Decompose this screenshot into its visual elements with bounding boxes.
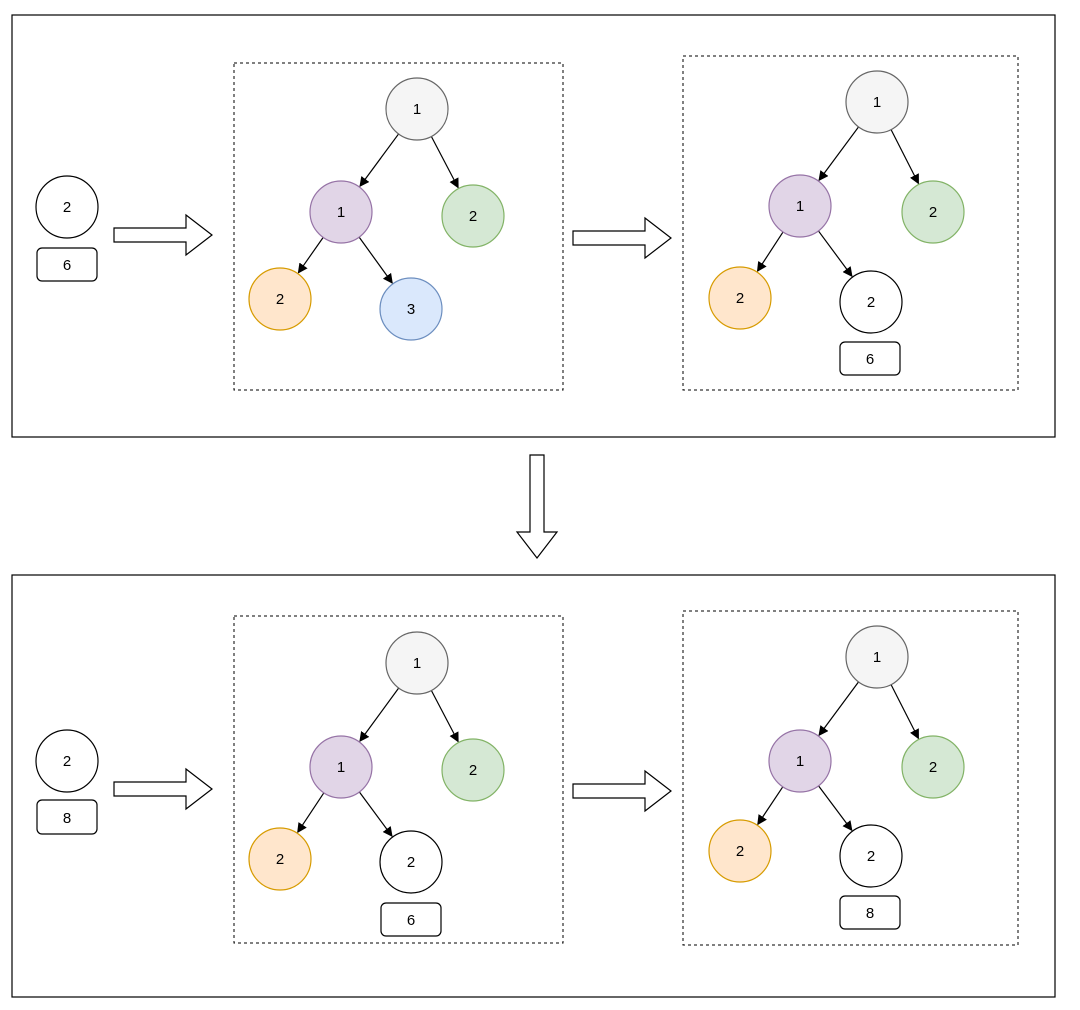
tree-node-label: 2 bbox=[867, 848, 875, 865]
bottom-input: 2 8 bbox=[35, 729, 99, 835]
node-value-box bbox=[839, 895, 901, 930]
tree-node-right bbox=[901, 180, 965, 244]
tree-edge bbox=[430, 690, 459, 743]
tree-node-left-left bbox=[248, 267, 312, 331]
block-arrow-right bbox=[113, 767, 213, 811]
input-node-label: 2 bbox=[63, 199, 71, 216]
tree-node-right bbox=[441, 738, 505, 802]
tree-node-right bbox=[901, 735, 965, 799]
tree-node-label: 2 bbox=[276, 851, 284, 868]
block-arrow-right bbox=[113, 213, 213, 257]
tree: 1 1 2 2 2 6 bbox=[708, 70, 965, 376]
tree-node-label: 1 bbox=[873, 649, 881, 666]
tree-edge bbox=[757, 786, 784, 826]
tree-node-label: 1 bbox=[796, 753, 804, 770]
tree-edge bbox=[756, 231, 784, 273]
tree-node-root bbox=[845, 70, 909, 134]
tree-node-left bbox=[768, 729, 832, 793]
tree-node-left bbox=[768, 174, 832, 238]
tree-node-left-left bbox=[248, 827, 312, 891]
tree: 1 1 2 2 2 8 bbox=[708, 625, 965, 930]
tree-edge bbox=[358, 791, 393, 838]
bottom-after-frame bbox=[682, 610, 1019, 946]
tree-edge bbox=[358, 236, 393, 284]
tree-node-label: 2 bbox=[407, 854, 415, 871]
tree-node-label: 2 bbox=[276, 291, 284, 308]
top-after-frame bbox=[682, 55, 1019, 391]
tree-edge bbox=[297, 237, 324, 274]
tree-edge bbox=[817, 230, 853, 278]
tree-node-label: 1 bbox=[337, 759, 345, 776]
tree-edge bbox=[818, 785, 853, 832]
input-value-box bbox=[36, 247, 98, 282]
tree-node-label: 2 bbox=[469, 762, 477, 779]
bottom-panel bbox=[11, 574, 1056, 998]
tree-node-label: 1 bbox=[413, 101, 421, 118]
input-node bbox=[35, 729, 99, 793]
tree-node-label: 1 bbox=[873, 94, 881, 111]
top-panel bbox=[11, 14, 1056, 438]
node-value-box bbox=[380, 902, 442, 937]
input-value-label: 8 bbox=[63, 810, 71, 827]
block-arrow-right bbox=[572, 769, 672, 813]
tree-edge bbox=[890, 129, 920, 185]
tree-node-root bbox=[385, 77, 449, 141]
tree-node-label: 2 bbox=[867, 294, 875, 311]
tree-edge bbox=[297, 792, 325, 834]
tree-node-label: 1 bbox=[413, 655, 421, 672]
tree-edge bbox=[359, 687, 400, 742]
input-value-box bbox=[36, 799, 98, 835]
input-node bbox=[35, 175, 99, 239]
node-value-box bbox=[839, 341, 901, 376]
tree-node-label: 1 bbox=[337, 204, 345, 221]
tree-edge bbox=[890, 684, 920, 740]
tree-node-left-right bbox=[379, 277, 443, 341]
tree-edge bbox=[359, 133, 400, 188]
tree-node-root bbox=[385, 631, 449, 695]
node-value-label: 6 bbox=[866, 351, 874, 368]
tree-node-label: 1 bbox=[796, 198, 804, 215]
tree-node-label: 2 bbox=[469, 208, 477, 225]
tree-node-label: 2 bbox=[929, 759, 937, 776]
node-value-label: 8 bbox=[866, 905, 874, 922]
tree-node-left-right bbox=[379, 830, 443, 894]
tree-node-left bbox=[309, 180, 373, 244]
top-input: 2 6 bbox=[35, 175, 99, 282]
tree-node-left bbox=[309, 735, 373, 799]
node-value-label: 6 bbox=[407, 912, 415, 929]
tree-node-left-right bbox=[839, 824, 903, 888]
tree-edge bbox=[430, 136, 459, 189]
tree-node-right bbox=[441, 184, 505, 248]
tree: 1 1 2 2 3 bbox=[248, 77, 505, 341]
tree-node-label: 2 bbox=[929, 204, 937, 221]
input-value-label: 6 bbox=[63, 257, 71, 274]
tree-node-root bbox=[845, 625, 909, 689]
tree: 1 1 2 2 2 6 bbox=[248, 631, 505, 937]
block-arrow-right bbox=[572, 216, 672, 260]
tree-edge bbox=[818, 681, 860, 737]
block-arrow-down bbox=[515, 454, 559, 559]
tree-node-label: 2 bbox=[736, 290, 744, 307]
tree-node-left-left bbox=[708, 819, 772, 883]
input-node-label: 2 bbox=[63, 753, 71, 770]
tree-node-left-right bbox=[839, 270, 903, 334]
top-before-frame bbox=[233, 62, 564, 391]
bottom-before-frame bbox=[233, 615, 564, 944]
tree-node-left-left bbox=[708, 266, 772, 330]
tree-edge bbox=[818, 126, 860, 182]
tree-node-label: 3 bbox=[407, 301, 415, 318]
tree-node-label: 2 bbox=[736, 843, 744, 860]
